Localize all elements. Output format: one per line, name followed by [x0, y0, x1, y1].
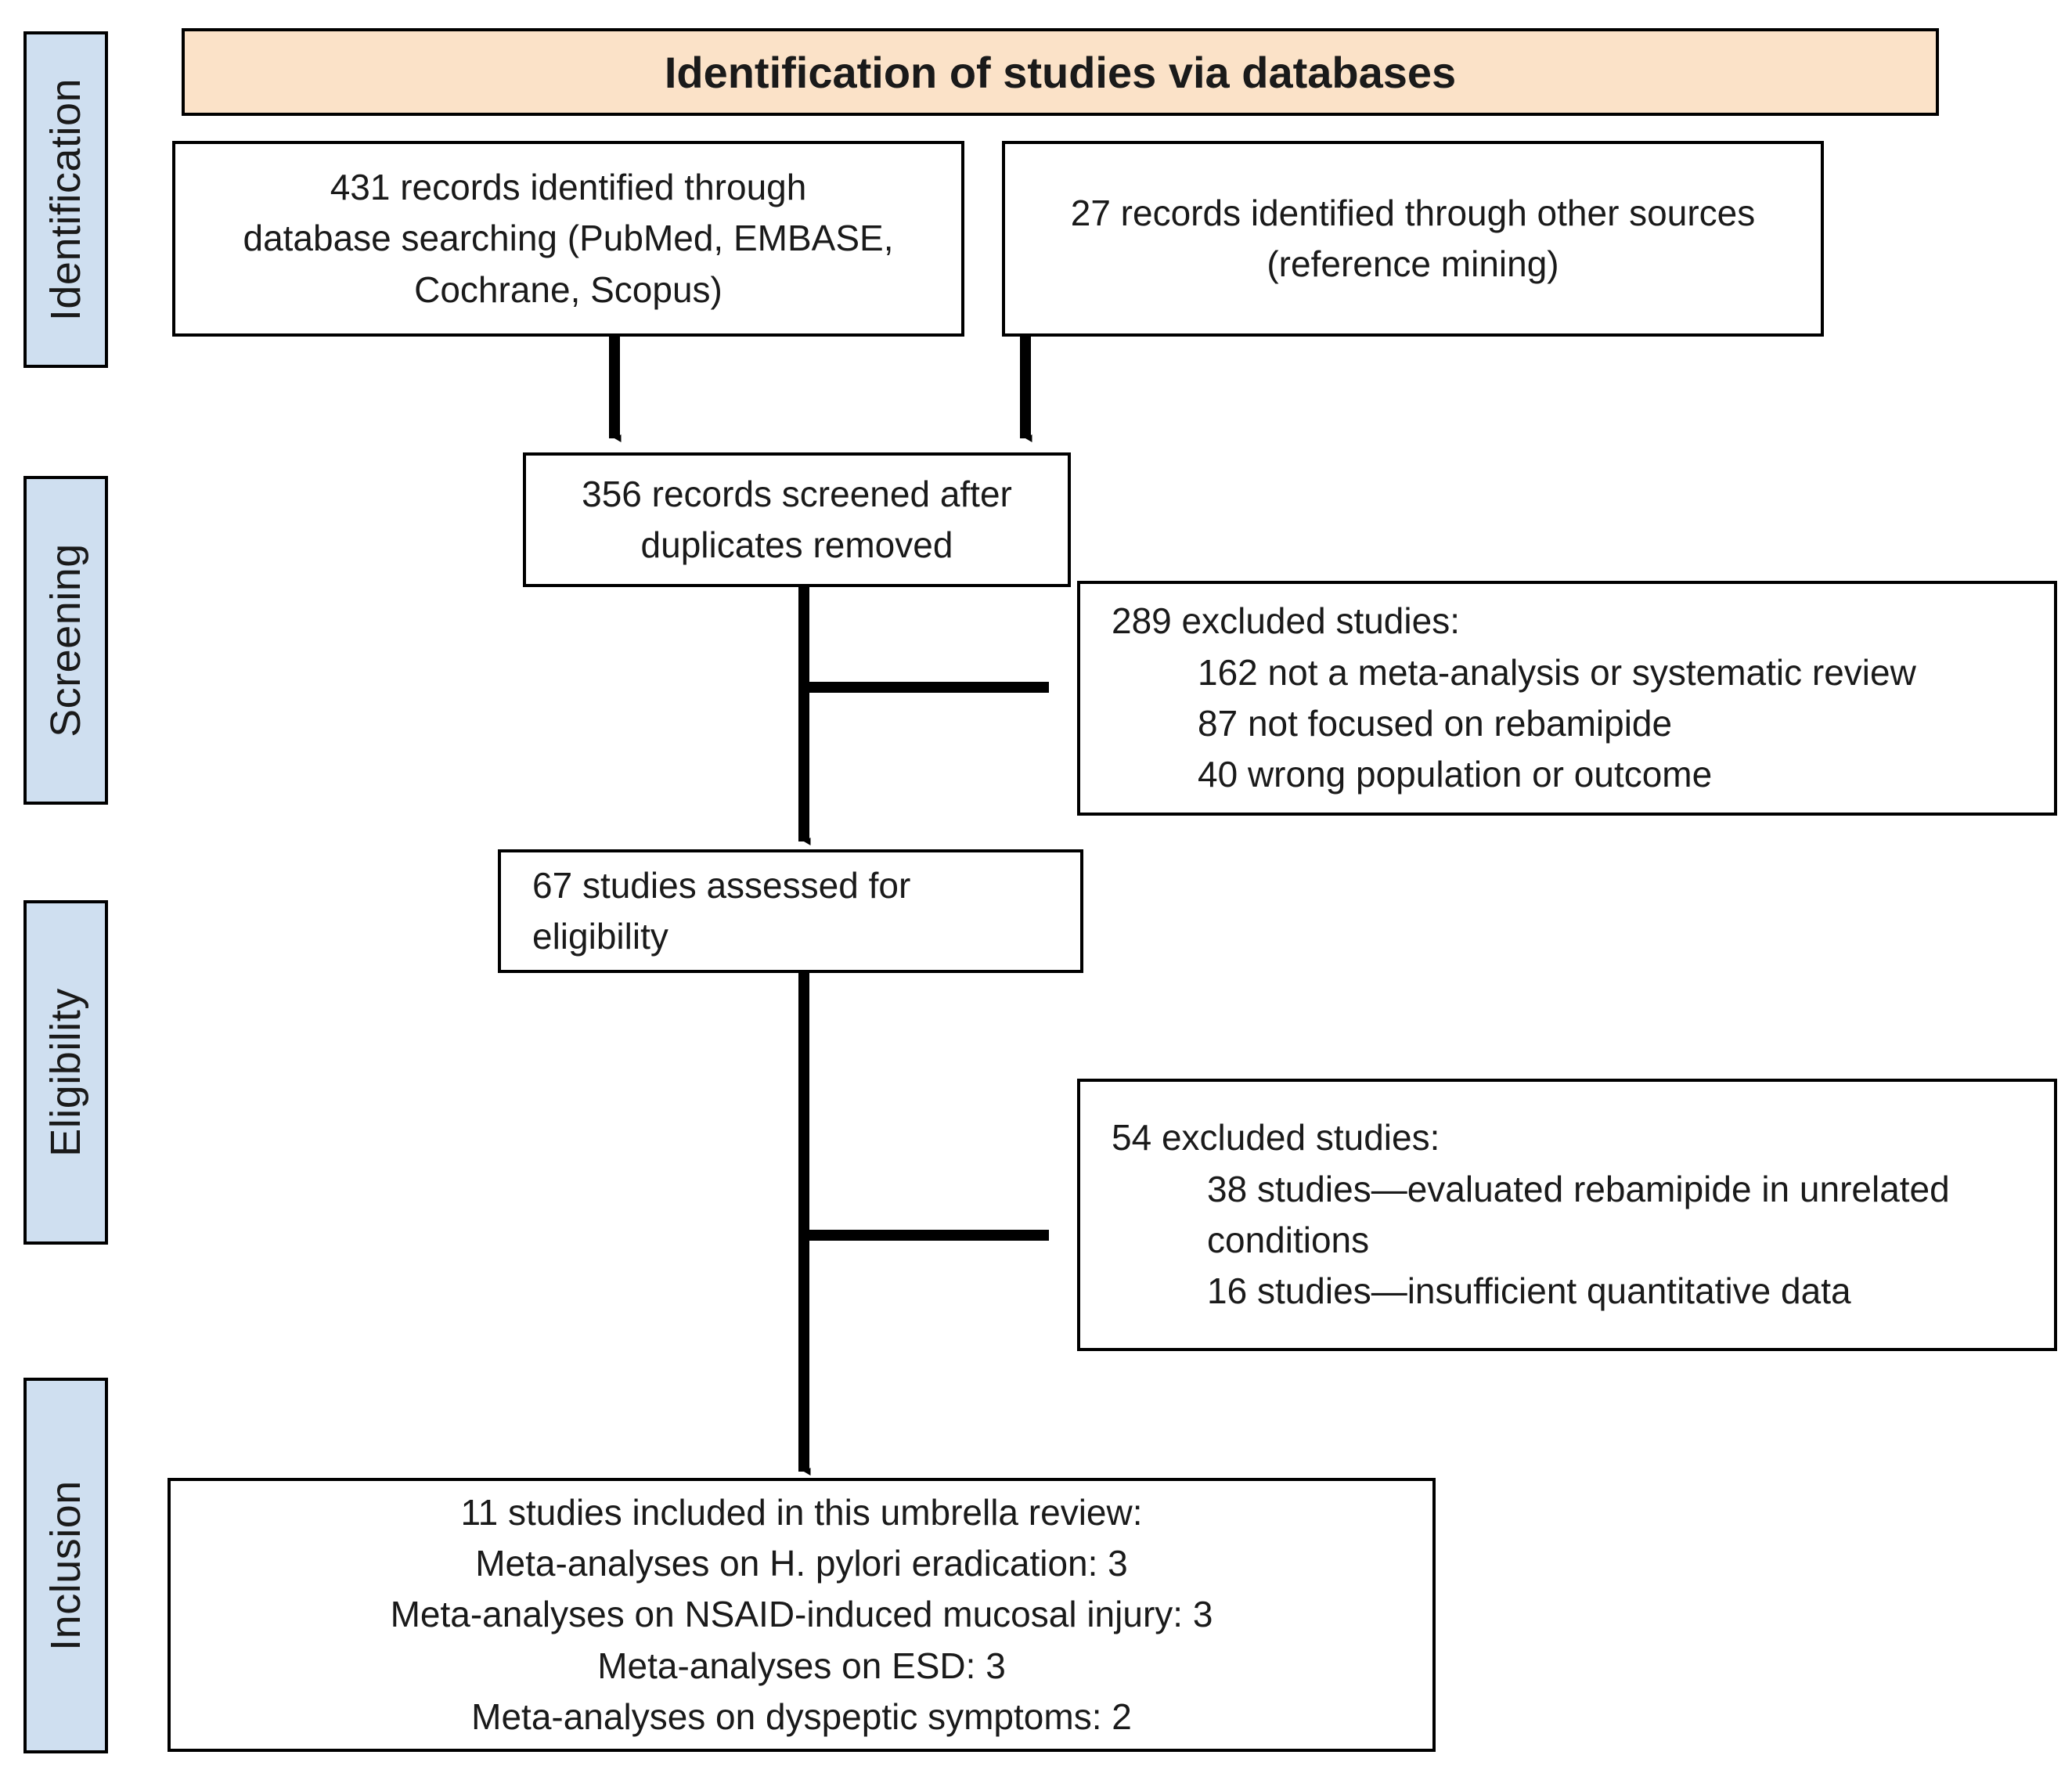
- node-line: 11 studies included in this umbrella rev…: [460, 1491, 1143, 1533]
- node-records-screened: 356 records screened after duplicates re…: [523, 452, 1071, 587]
- node-line: Cochrane, Scopus): [414, 268, 722, 310]
- node-line: 87 not focused on rebamipide: [1198, 703, 1673, 744]
- phase-label-inclusion: Inclusion: [23, 1378, 108, 1753]
- node-studies-excluded-eligibility: 54 excluded studies: 38 studies—evaluate…: [1077, 1079, 2057, 1351]
- node-line: Meta-analyses on NSAID-induced mucosal i…: [390, 1594, 1213, 1635]
- node-line: 289 excluded studies:: [1112, 600, 1460, 642]
- node-line: duplicates removed: [640, 524, 953, 565]
- node-line: (reference mining): [1267, 243, 1559, 284]
- node-line: 38 studies—evaluated rebamipide in unrel…: [1207, 1168, 1950, 1209]
- node-records-excluded-screening: 289 excluded studies: 162 not a meta-ana…: [1077, 581, 2057, 816]
- node-records-identified-database: 431 records identified through database …: [172, 141, 964, 337]
- node-line: 27 records identified through other sour…: [1070, 192, 1756, 233]
- node-line: 162 not a meta-analysis or systematic re…: [1198, 651, 1916, 693]
- phase-label-eligibility-text: Eligibility: [42, 988, 90, 1157]
- phase-label-screening-text: Screening: [42, 543, 90, 737]
- node-line: 356 records screened after: [582, 473, 1012, 514]
- node-studies-included: 11 studies included in this umbrella rev…: [168, 1478, 1436, 1752]
- node-line: Meta-analyses on ESD: 3: [597, 1645, 1006, 1686]
- node-line: 431 records identified through: [330, 167, 807, 208]
- node-line: Meta-analyses on H. pylori eradication: …: [475, 1543, 1128, 1584]
- phase-label-screening: Screening: [23, 476, 108, 805]
- banner-identification-via-databases: Identification of studies via databases: [182, 28, 1939, 116]
- node-studies-assessed-eligibility: 67 studies assessed for eligibility: [498, 849, 1083, 973]
- banner-title: Identification of studies via databases: [664, 47, 1457, 97]
- phase-label-eligibility: Eligibility: [23, 900, 108, 1245]
- node-line: database searching (PubMed, EMBASE,: [243, 218, 894, 259]
- node-line: 67 studies assessed for eligibility: [532, 864, 911, 957]
- node-records-identified-other: 27 records identified through other sour…: [1002, 141, 1824, 337]
- node-line: conditions: [1207, 1220, 1370, 1260]
- node-line: 40 wrong population or outcome: [1198, 754, 1713, 795]
- phase-label-identification: Identification: [23, 31, 108, 368]
- node-line: Meta-analyses on dyspeptic symptoms: 2: [471, 1696, 1132, 1737]
- node-line: 54 excluded studies:: [1112, 1117, 1440, 1159]
- phase-label-inclusion-text: Inclusion: [42, 1480, 90, 1651]
- phase-label-identification-text: Identification: [42, 77, 90, 322]
- node-line: 16 studies—insufficient quantitative dat…: [1207, 1270, 1851, 1312]
